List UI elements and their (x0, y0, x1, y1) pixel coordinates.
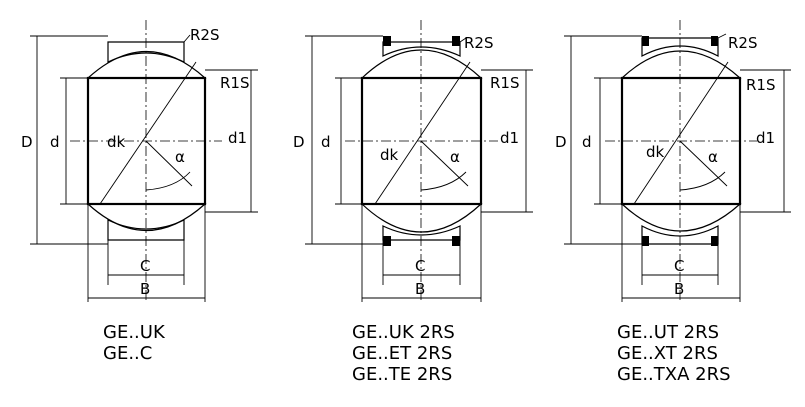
label-dk: dk (646, 143, 665, 161)
seal-icon (711, 36, 718, 46)
label-C: C (140, 257, 150, 275)
caption-line: GE..UK 2RS (352, 322, 455, 343)
label-B: B (140, 280, 150, 298)
label-alpha: α (450, 148, 460, 166)
label-d1: d1 (228, 129, 247, 147)
inner-ring-upper (360, 49, 483, 79)
label-R2S: R2S (464, 34, 494, 52)
outer-ring-upper (641, 37, 719, 57)
inner-ring-upper (86, 51, 207, 79)
caption-line: GE..TE 2RS (352, 364, 453, 385)
label-d1: d1 (500, 129, 519, 147)
label-R1S: R1S (490, 74, 520, 92)
inner-ring-lower (620, 203, 742, 232)
seal-icon (383, 36, 391, 46)
label-D: D (293, 133, 305, 151)
caption-diagram-2: GE..UK 2RS GE..ET 2RS GE..TE 2RS (352, 322, 455, 385)
bearing-diagram-1 (30, 20, 258, 302)
bearing-diagram-3 (564, 20, 791, 302)
label-D: D (21, 133, 33, 151)
label-R2S: R2S (190, 26, 220, 44)
label-B: B (415, 280, 425, 298)
label-d: d (321, 133, 331, 151)
label-C: C (674, 257, 684, 275)
seal-icon (642, 36, 649, 46)
caption-line: GE..UT 2RS (617, 322, 720, 343)
seal-icon (711, 236, 718, 246)
seal-icon (452, 236, 460, 246)
caption-line: GE..ET 2RS (352, 343, 453, 364)
seal-icon (642, 236, 649, 246)
label-R1S: R1S (220, 74, 250, 92)
inner-ring-lower (86, 203, 207, 231)
bearing-diagram-2 (305, 20, 533, 302)
label-R2S: R2S (728, 34, 758, 52)
label-C: C (415, 257, 425, 275)
label-alpha: α (708, 148, 718, 166)
seal-icon (383, 236, 391, 246)
label-alpha: α (175, 148, 185, 166)
caption-line: GE..XT 2RS (617, 343, 718, 364)
caption-line: GE..C (103, 343, 153, 364)
outer-ring-lower (382, 225, 461, 241)
label-d: d (50, 133, 60, 151)
outer-ring-lower (641, 225, 719, 245)
caption-line: GE..UK (103, 322, 165, 343)
label-dk: dk (107, 133, 126, 151)
caption-diagram-1: GE..UK GE..C (103, 322, 165, 364)
label-dk: dk (380, 146, 399, 164)
caption-diagram-3: GE..UT 2RS GE..XT 2RS GE..TXA 2RS (617, 322, 731, 385)
outer-ring-upper (382, 41, 461, 57)
inner-ring-lower (360, 203, 483, 233)
label-d1: d1 (756, 129, 775, 147)
label-B: B (674, 280, 684, 298)
label-D: D (555, 133, 567, 151)
label-d: d (582, 133, 592, 151)
label-R1S: R1S (746, 76, 776, 94)
seal-icon (452, 36, 460, 46)
inner-ring-upper (620, 50, 742, 79)
caption-line: GE..TXA 2RS (617, 364, 731, 385)
